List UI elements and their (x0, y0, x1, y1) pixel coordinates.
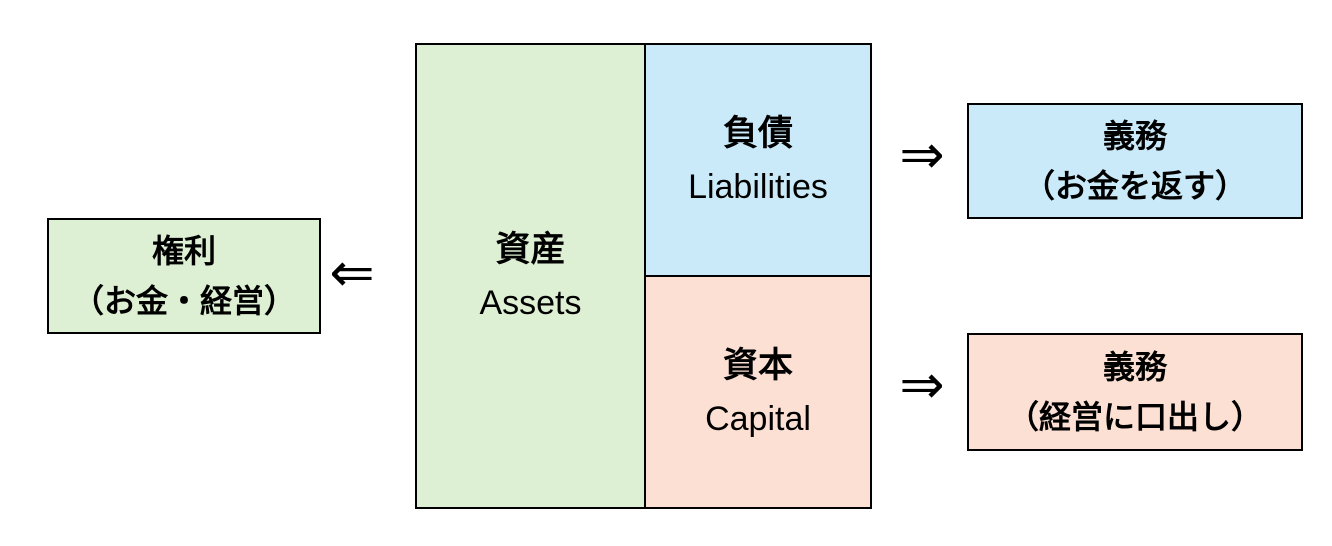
liabilities-obligation-title: 義務 (1102, 118, 1167, 154)
assets-label-en: Assets (479, 284, 582, 322)
capital-obligation-note-box: 義務 （経営に口出し） (967, 333, 1303, 451)
assets-label-ja: 資産 (495, 230, 566, 269)
capital-label-ja: 資本 (722, 346, 793, 385)
rights-note-box: 権利 （お金・経営） (47, 218, 321, 334)
liabilities-capital-column: 負債 Liabilities 資本 Capital (646, 45, 870, 507)
assets-cell: 資産 Assets (417, 45, 646, 507)
balance-sheet-table: 資産 Assets 負債 Liabilities 資本 Capital (415, 43, 872, 509)
liabilities-label-en: Liabilities (688, 168, 828, 206)
capital-obligation-detail: （経営に口出し） (1006, 399, 1263, 435)
rights-note-detail: （お金・経営） (71, 283, 296, 319)
capital-obligation-title: 義務 (1102, 349, 1167, 385)
right-double-arrow-capital-icon: ⇒ (899, 355, 945, 415)
capital-cell: 資本 Capital (646, 277, 870, 507)
rights-note-title: 権利 (151, 233, 216, 269)
liabilities-obligation-detail: （お金を返す） (1022, 168, 1247, 204)
liabilities-label-ja: 負債 (722, 114, 793, 153)
capital-label-en: Capital (705, 400, 811, 438)
liabilities-obligation-note-box: 義務 （お金を返す） (967, 103, 1303, 219)
left-double-arrow-icon: ⇐ (329, 243, 375, 303)
right-double-arrow-liabilities-icon: ⇒ (899, 125, 945, 185)
liabilities-cell: 負債 Liabilities (646, 45, 870, 277)
